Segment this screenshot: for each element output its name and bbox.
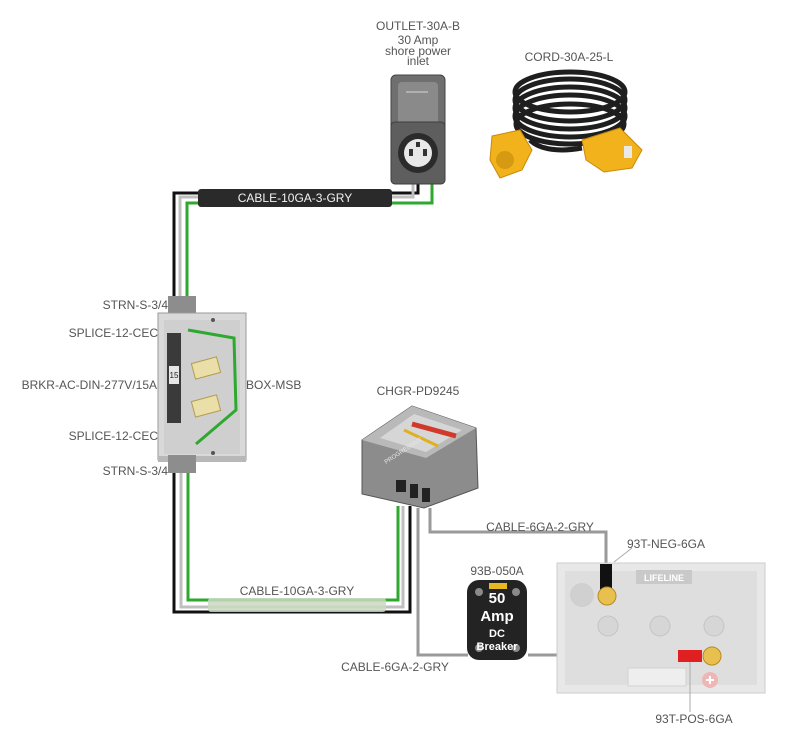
shore-power-cord (489, 69, 643, 179)
outlet-part-label: OUTLET-30A-B (376, 19, 460, 33)
battery-brand: LIFELINE (644, 573, 684, 583)
shore-power-outlet (390, 74, 446, 185)
outlet-desc-line1: 30 Amp (398, 33, 439, 47)
dc-breaker-rating: 50 (489, 590, 506, 607)
dc-circuit-breaker: 50 Amp DC Breaker (467, 580, 527, 660)
outlet-desc-line3: inlet (407, 54, 430, 68)
dc-breaker-line1: DC (489, 628, 505, 640)
neg-terminal-label: 93T-NEG-6GA (627, 537, 705, 551)
main-service-box: 15 (157, 296, 247, 473)
box-label: BOX-MSB (246, 378, 301, 392)
negative-terminal (597, 564, 617, 606)
cable-bottom-sleeve (208, 598, 386, 612)
cable-bottom-label: CABLE-10GA-3-GRY (240, 584, 355, 598)
dc-breaker-unit: Amp (480, 608, 513, 625)
battery: LIFELINE (556, 562, 766, 694)
strain-top-label: STRN-S-3/4 (103, 298, 169, 312)
cord-part-label: CORD-30A-25-L (525, 50, 614, 64)
ac-breaker-rating: 15 (170, 371, 179, 380)
strain-bottom-label: STRN-S-3/4 (103, 464, 169, 478)
cable-top-sleeve (198, 189, 392, 207)
battery-charger: PROGRESSIVE (361, 405, 479, 509)
dc-breaker-line2: Breaker (477, 641, 519, 653)
outlet-desc-line2: shore power (385, 44, 451, 58)
breaker-ac-label: BRKR-AC-DIN-277V/15A (22, 378, 157, 392)
cable-neg-label: CABLE-6GA-2-GRY (486, 520, 594, 534)
dc-breaker-part-label: 93B-050A (470, 564, 523, 578)
splice-bottom-label: SPLICE-12-CEC (69, 429, 159, 443)
pos-terminal-label: 93T-POS-6GA (655, 712, 732, 726)
positive-terminal (678, 646, 722, 666)
splice-top-label: SPLICE-12-CEC (69, 326, 159, 340)
leader-lines (613, 547, 691, 712)
cable-pos-label: CABLE-6GA-2-GRY (341, 660, 449, 674)
cable-top-label: CABLE-10GA-3-GRY (238, 191, 353, 205)
charger-label: CHGR-PD9245 (377, 384, 460, 398)
